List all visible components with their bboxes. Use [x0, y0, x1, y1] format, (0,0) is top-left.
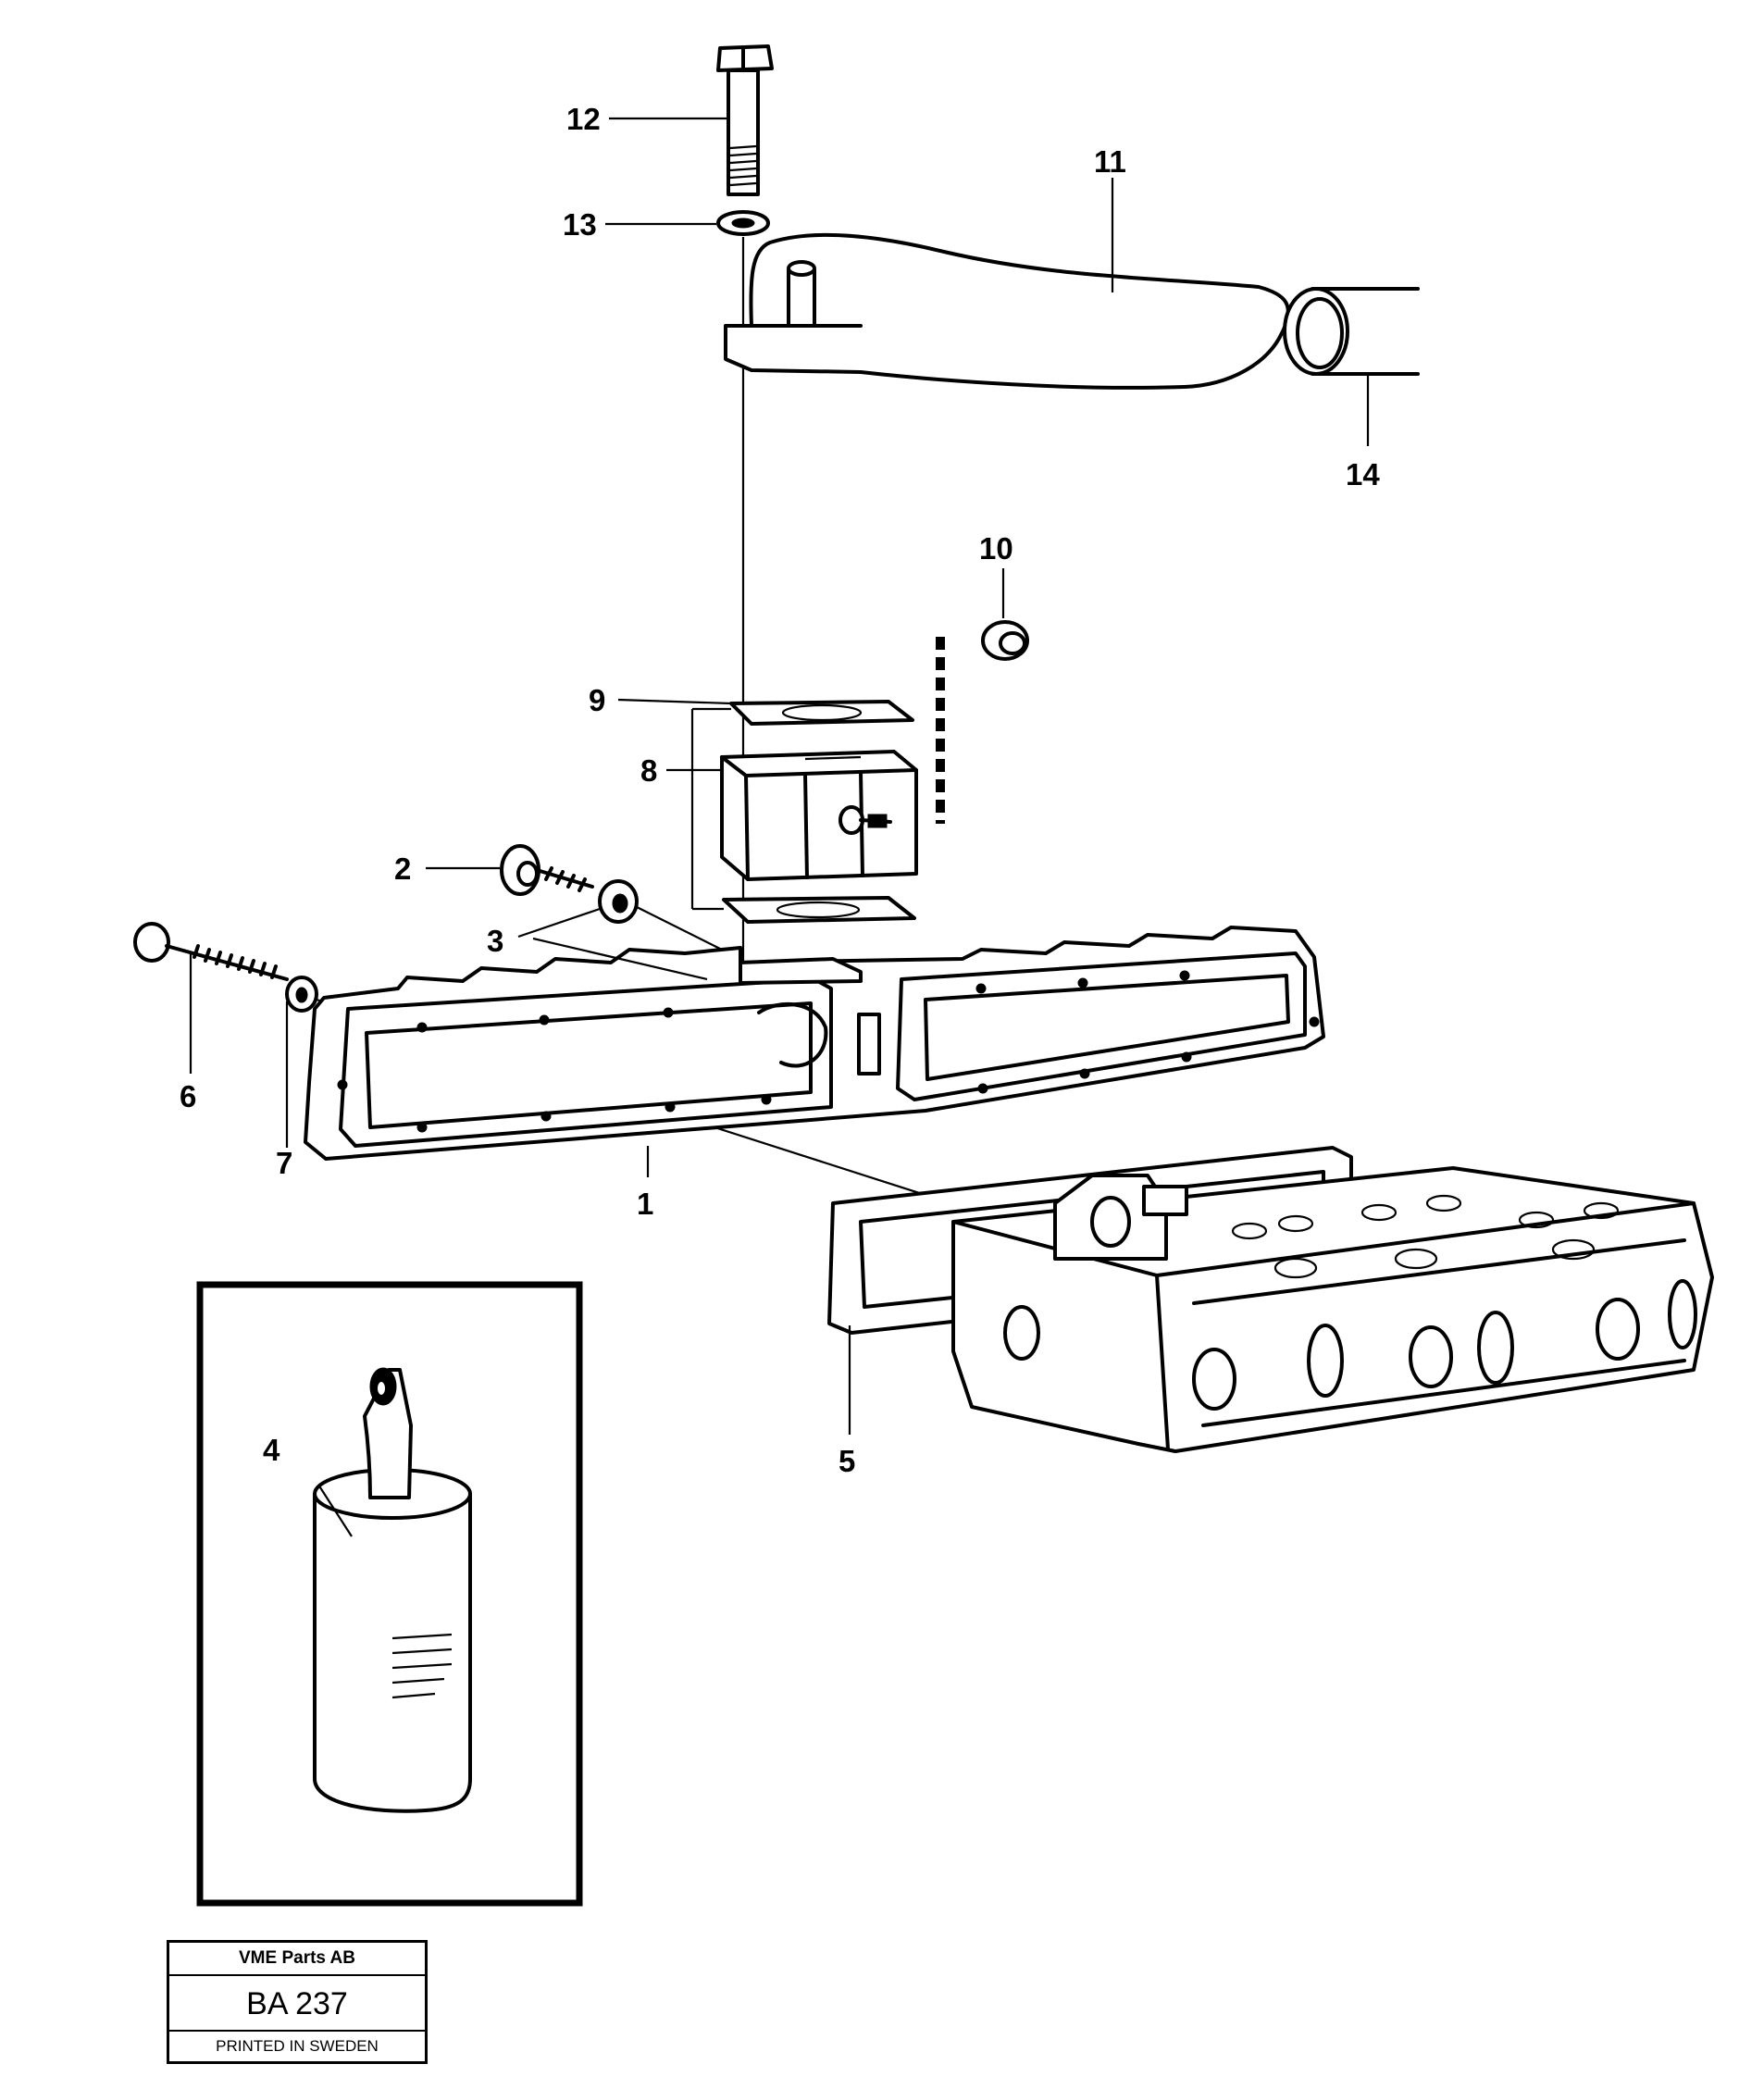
callout-14: 14 — [1346, 457, 1380, 491]
callout-13: 13 — [563, 207, 597, 242]
callout-11: 11 — [1094, 144, 1126, 179]
hose-part-14 — [1283, 287, 1420, 376]
callout-1: 1 — [637, 1187, 653, 1221]
callout-12: 12 — [566, 102, 601, 136]
washer-part-13 — [716, 210, 770, 236]
callout-5: 5 — [839, 1444, 855, 1478]
publisher-stamp: VME Parts AB BA 237 PRINTED IN SWEDEN — [167, 1940, 428, 2064]
nut-part-10 — [936, 620, 1029, 824]
callout-4: 4 — [263, 1433, 280, 1467]
callout-10: 10 — [979, 531, 1013, 566]
manifold-part-1 — [304, 926, 1325, 1161]
sealant-inset-frame — [196, 1281, 583, 1907]
long-bolt-part-6 — [133, 922, 289, 981]
washer-part-3 — [598, 879, 639, 924]
callout-bracket-8-9 — [690, 707, 731, 911]
bolt-part-12 — [716, 44, 774, 196]
heater-block-part-8 — [720, 750, 918, 881]
callout-7: 7 — [276, 1146, 292, 1180]
washer-part-7 — [285, 976, 318, 1013]
callout-8: 8 — [640, 753, 657, 788]
callout-9: 9 — [589, 683, 605, 717]
gasket-lower-part-9 — [722, 896, 916, 924]
screw-part-2 — [500, 844, 594, 896]
stamp-printed: PRINTED IN SWEDEN — [216, 2037, 379, 2055]
stamp-company: VME Parts AB — [169, 1943, 425, 1976]
leader-lines — [189, 117, 1370, 1537]
stamp-code: BA 237 — [169, 1976, 425, 2032]
callout-3: 3 — [487, 924, 503, 958]
pipe-part-11 — [724, 232, 1290, 390]
cylinder-head — [951, 1166, 1714, 1453]
callout-2: 2 — [394, 852, 411, 886]
callout-6: 6 — [180, 1079, 196, 1113]
sealant-tube-part-4 — [313, 1367, 472, 1813]
gasket-upper-part-9 — [729, 700, 914, 726]
